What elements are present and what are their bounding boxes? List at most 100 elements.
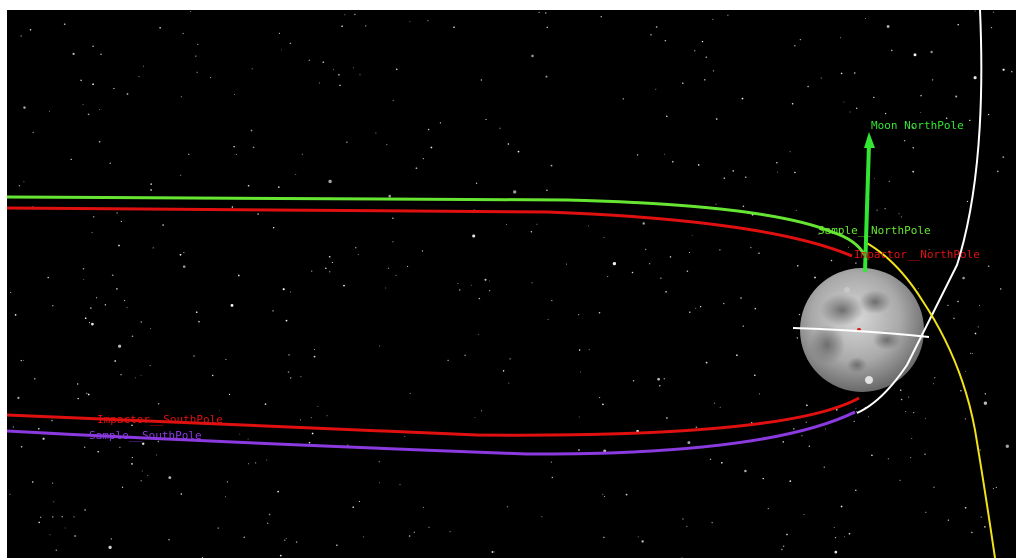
star	[607, 276, 609, 278]
star	[53, 501, 55, 503]
star	[971, 531, 973, 534]
star	[853, 72, 856, 74]
star	[849, 111, 851, 113]
star	[273, 227, 275, 229]
star	[279, 554, 282, 557]
star	[625, 493, 628, 496]
star	[217, 527, 219, 529]
star	[328, 255, 331, 258]
star	[422, 158, 424, 160]
star	[818, 233, 820, 235]
star	[98, 140, 101, 143]
star	[506, 224, 507, 226]
star	[195, 311, 198, 314]
star	[888, 180, 890, 182]
star	[80, 79, 82, 82]
star	[603, 236, 605, 238]
star	[715, 118, 718, 120]
star	[147, 475, 149, 476]
star	[538, 11, 540, 14]
star	[960, 389, 962, 392]
star	[833, 527, 835, 529]
star	[193, 355, 195, 357]
star	[365, 25, 367, 27]
star	[732, 170, 734, 172]
star	[180, 493, 183, 495]
star	[131, 335, 134, 338]
star	[92, 83, 94, 86]
star	[957, 23, 959, 26]
star	[250, 129, 253, 132]
star	[352, 506, 354, 508]
star	[480, 79, 483, 81]
star	[648, 263, 651, 265]
star	[239, 433, 241, 435]
star	[430, 146, 433, 149]
star	[392, 100, 394, 102]
star	[891, 49, 893, 52]
star	[313, 349, 315, 351]
star	[484, 278, 487, 281]
star	[636, 154, 639, 156]
star	[632, 380, 635, 382]
yellow-trajectory	[864, 241, 996, 558]
star	[182, 265, 186, 268]
star	[233, 146, 235, 148]
star	[118, 344, 122, 348]
star	[470, 284, 472, 286]
star	[472, 234, 476, 238]
star	[888, 251, 890, 253]
star	[328, 179, 332, 184]
star	[277, 186, 280, 188]
star	[88, 322, 91, 324]
star	[913, 53, 917, 57]
star	[641, 540, 644, 543]
star	[797, 265, 799, 267]
star	[578, 349, 581, 351]
star	[531, 54, 534, 58]
3d-viewport[interactable]: Moon NorthPole Sample__NorthPole Impacto…	[7, 10, 1016, 558]
star	[622, 98, 624, 100]
star	[341, 25, 343, 28]
star	[565, 263, 567, 265]
star	[428, 526, 430, 529]
star	[118, 244, 120, 247]
star	[719, 249, 721, 251]
star	[457, 282, 459, 285]
star	[395, 68, 398, 71]
star	[231, 206, 234, 208]
star	[987, 113, 990, 116]
star	[131, 463, 133, 465]
star	[924, 453, 926, 456]
star	[422, 506, 424, 508]
star	[359, 74, 361, 76]
star	[834, 536, 837, 539]
star	[379, 482, 381, 484]
star	[871, 454, 873, 457]
star	[301, 153, 303, 155]
star	[141, 470, 143, 472]
star	[887, 458, 889, 460]
star	[311, 270, 313, 272]
star	[577, 313, 580, 316]
star	[796, 337, 799, 339]
star	[84, 317, 87, 320]
star	[974, 332, 977, 335]
star	[336, 544, 338, 546]
star	[92, 45, 94, 48]
star	[82, 268, 85, 270]
star	[116, 288, 118, 290]
star	[150, 183, 153, 185]
star	[714, 402, 716, 404]
star	[157, 402, 160, 405]
star	[234, 94, 235, 95]
star	[631, 271, 634, 274]
star	[284, 539, 286, 541]
star	[392, 217, 394, 219]
star	[672, 160, 674, 163]
star	[600, 16, 602, 18]
star	[798, 313, 801, 316]
star	[945, 117, 948, 119]
star	[782, 441, 785, 443]
star	[705, 56, 708, 59]
